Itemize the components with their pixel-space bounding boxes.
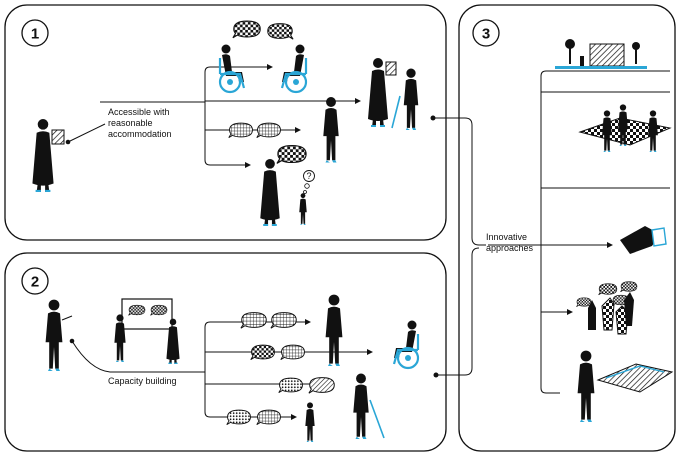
speech-bubble-icon (128, 304, 146, 316)
wheelchair-user-icon (218, 43, 246, 94)
trainer-figure-icon (45, 299, 63, 371)
wheelchair-user-icon (280, 43, 308, 94)
child-icon (299, 193, 307, 225)
cane-user-icon (403, 68, 419, 130)
person-icon (325, 294, 343, 366)
panel-3-frame (458, 4, 676, 452)
speech-bubble-icon (256, 122, 281, 139)
speech-bubble-icon (226, 409, 251, 426)
panel-1-content: Accessible with reasonable accommodation… (32, 20, 486, 246)
thought-bubble-icon (303, 170, 315, 182)
cane-user-icon (353, 373, 369, 439)
panel-3-content: Innovative approaches (486, 39, 674, 422)
speech-bubble-icon (276, 144, 307, 165)
speech-bubble-icon (150, 304, 168, 316)
presenter-figure-icon (32, 119, 54, 192)
panel-1-caption: Accessible with reasonable accommodation (108, 107, 172, 139)
tactile-map-icon (578, 104, 672, 152)
panel-3-caption: Innovative approaches (486, 232, 534, 253)
sign-language-icon (576, 281, 638, 335)
speech-bubble-icon (240, 312, 267, 329)
panel-2-number: 2 (31, 274, 39, 291)
person-icon (323, 97, 339, 163)
panel-2-caption: Capacity building (108, 376, 177, 386)
cane-icon (391, 95, 401, 129)
panel-2-frame (4, 252, 447, 452)
person-icon (368, 58, 388, 127)
panel-1-badge: 1 (21, 19, 49, 47)
panel-3-badge: 3 (472, 19, 500, 47)
document-icon (385, 61, 397, 76)
speech-bubble-icon (308, 377, 335, 394)
touch-hand-icon (620, 226, 667, 254)
panel-2-badge: 2 (21, 267, 49, 295)
panel-1-frame (4, 4, 447, 241)
tactile-model-icon (577, 350, 674, 422)
wheelchair-user-icon (392, 319, 420, 370)
document-icon (51, 129, 65, 145)
speech-bubble-icon (280, 344, 305, 361)
speech-bubble-icon (228, 122, 253, 139)
child-icon (305, 402, 315, 442)
speech-bubble-icon (232, 20, 261, 39)
panel-1-number: 1 (31, 26, 39, 43)
speech-bubble-icon (250, 344, 275, 361)
cane-icon (369, 399, 385, 439)
panel-2-content: Capacity building (45, 247, 480, 442)
speech-bubble-icon (270, 312, 297, 329)
speech-bubble-icon (267, 23, 294, 40)
speech-bubble-icon (256, 409, 281, 426)
accessible-environment-icon (555, 39, 647, 69)
person-icon (260, 158, 280, 226)
panel-3-number: 3 (482, 26, 490, 43)
speech-bubble-icon (278, 377, 303, 394)
question-mark: ? (306, 171, 311, 181)
